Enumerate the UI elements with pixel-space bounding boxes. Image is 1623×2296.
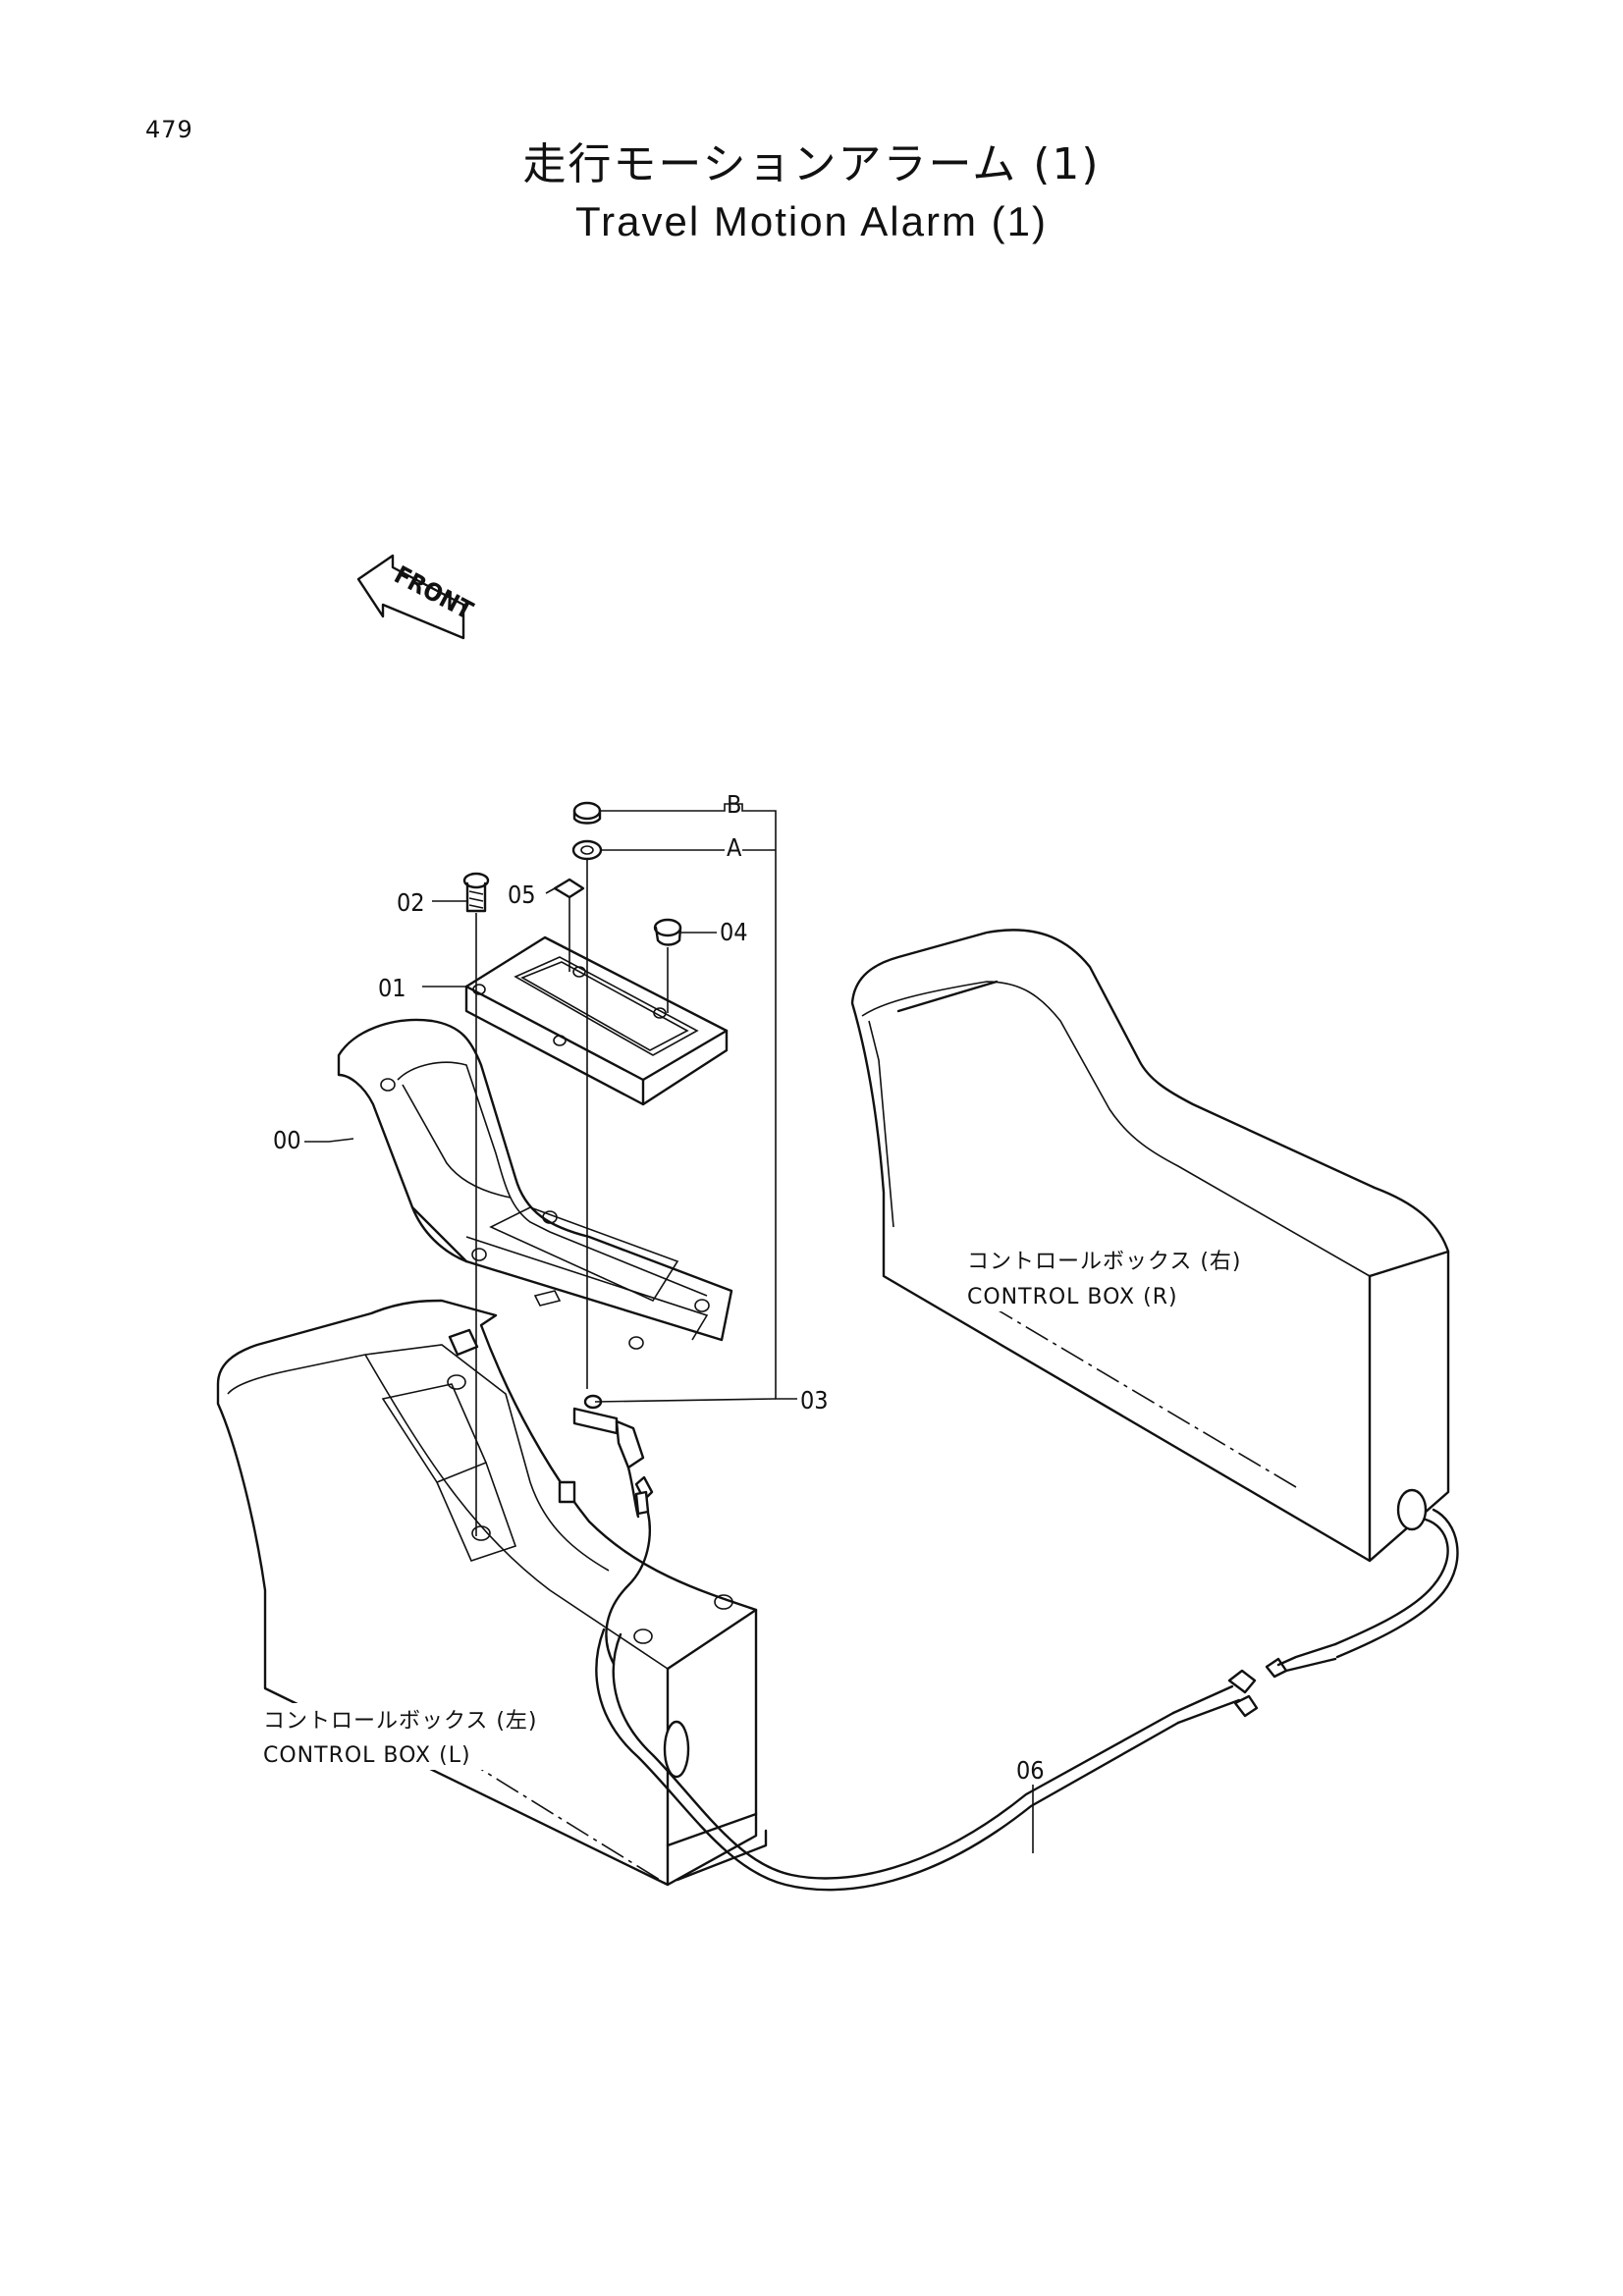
leader-lines — [304, 803, 1034, 1853]
control-box-left-label: コントロールボックス (左) CONTROL BOX (L) — [257, 1703, 576, 1770]
plate-part-01 — [464, 935, 729, 1106]
callout-b: B — [727, 790, 741, 819]
control-box-left-japanese: コントロールボックス (左) — [263, 1709, 538, 1734]
cover-part-00 — [337, 1018, 733, 1350]
assembly-lines — [475, 859, 669, 1536]
control-box-right-japanese: コントロールボックス (右) — [967, 1250, 1242, 1274]
callout-00: 00 — [273, 1126, 301, 1154]
callout-02: 02 — [397, 888, 425, 917]
callout-a: A — [727, 833, 742, 862]
control-box-right-label: コントロールボックス (右) CONTROL BOX (R) — [960, 1245, 1279, 1311]
nut-part-a — [571, 839, 603, 861]
alarm-part-03 — [572, 1394, 654, 1516]
washer-part-b — [572, 801, 602, 825]
screw-part-02 — [462, 872, 490, 913]
callout-03: 03 — [800, 1386, 829, 1415]
title-block: 走行モーションアラーム (1) Travel Motion Alarm (1) — [0, 135, 1623, 249]
front-arrow-icon: FRONT — [356, 554, 478, 640]
control-box-left-english: CONTROL BOX (L) — [263, 1743, 471, 1768]
title-english: Travel Motion Alarm (1) — [575, 198, 1048, 244]
control-box-right-english: CONTROL BOX (R) — [967, 1285, 1178, 1309]
callout-01: 01 — [378, 974, 406, 1002]
callout-04: 04 — [720, 918, 748, 946]
callout-06: 06 — [1016, 1756, 1045, 1785]
harness-part-06 — [595, 1466, 1459, 1892]
title-japanese: 走行モーションアラーム (1) — [522, 139, 1101, 189]
callout-05: 05 — [508, 881, 536, 909]
grommet-part-04 — [653, 918, 682, 946]
label-part-05 — [553, 878, 585, 899]
control-box-left — [216, 1299, 768, 1887]
page-number: 479 — [145, 116, 193, 143]
